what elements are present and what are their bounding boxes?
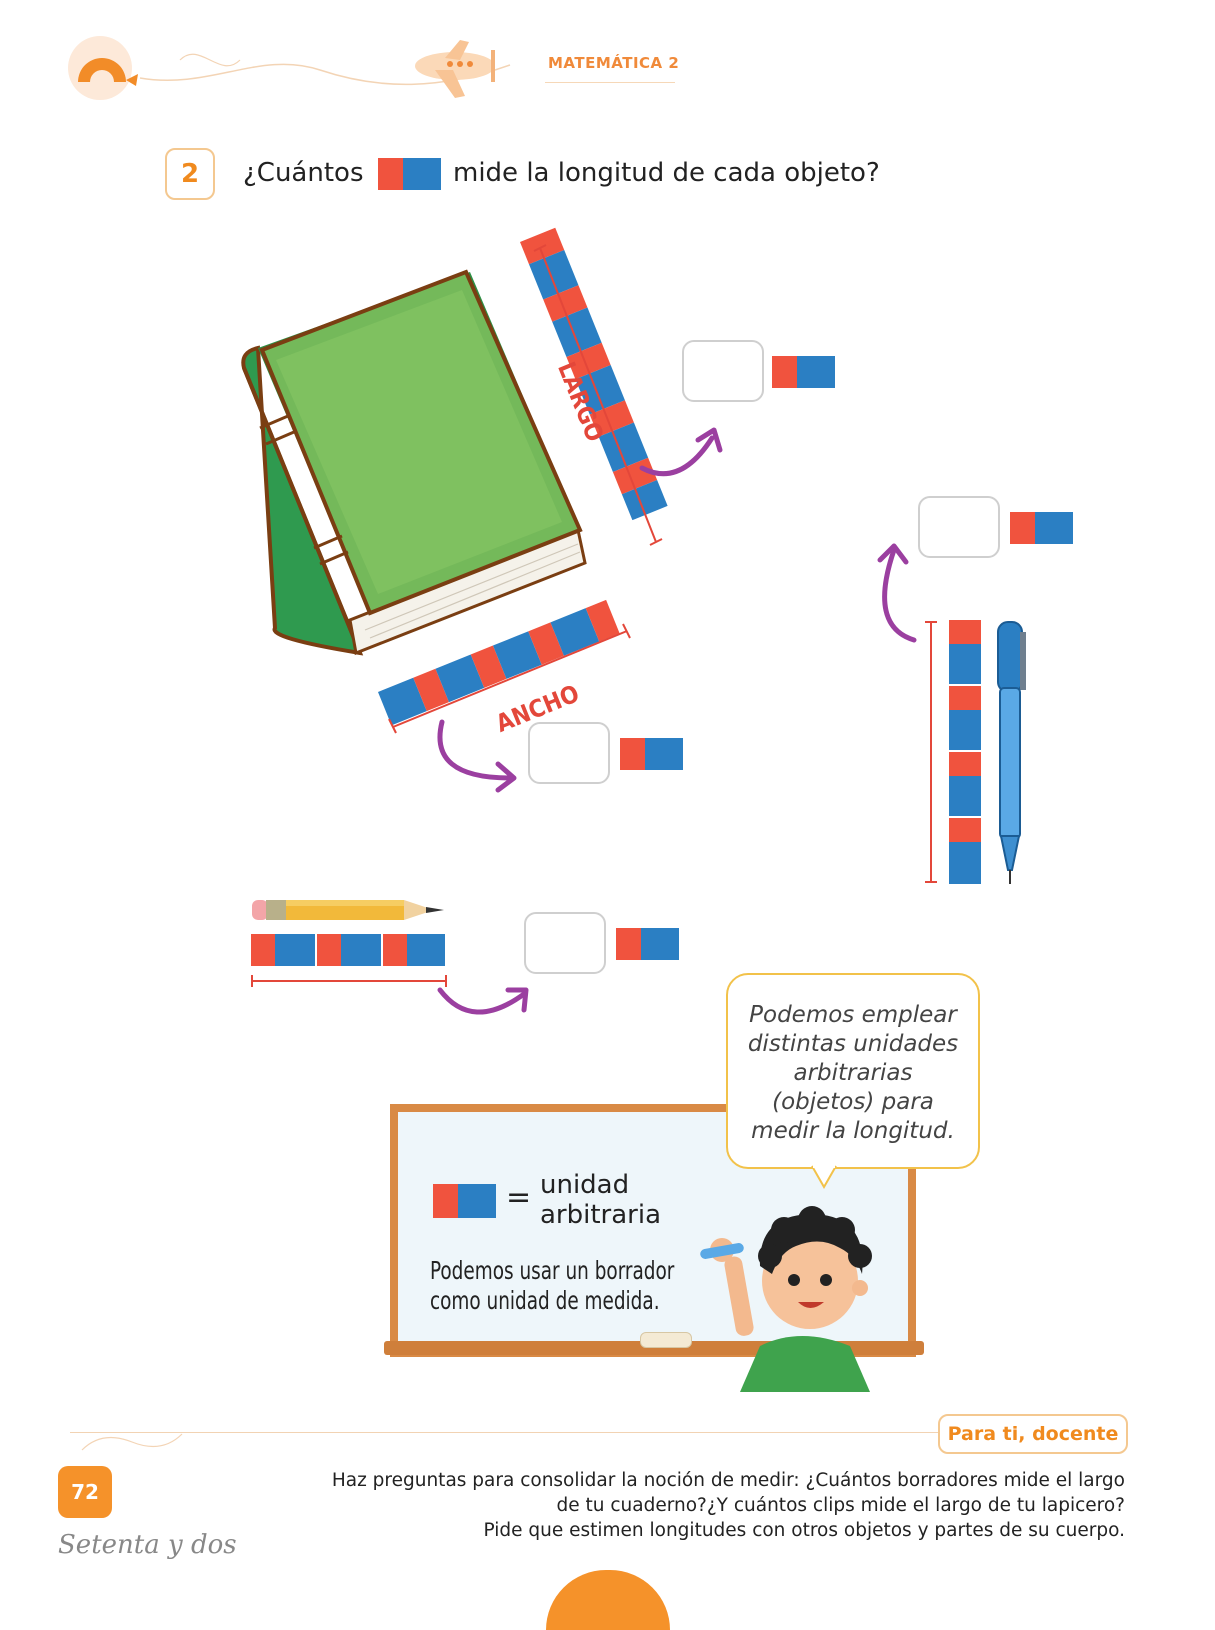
header-rule [545,82,675,83]
eraser-unit-icon [949,776,981,816]
eraser-unit-icon [275,934,315,966]
board-note-line2: como unidad de medida. [430,1286,660,1315]
eraser-unit-icon [949,752,981,776]
page-number-words: Setenta y dos [58,1530,237,1560]
pencil-eraser-row [251,934,445,966]
eraser-unit-icon [1010,512,1073,544]
answer-box-pencil[interactable] [524,912,606,974]
arrow-icon [877,543,917,643]
eraser-unit-icon [317,934,341,966]
eraser-unit-icon [949,620,981,644]
footer-swirl-decoration [81,1433,183,1451]
speech-bubble-tail [811,1165,837,1189]
boy-character-illustration [700,1206,872,1392]
docente-line3: Pide que estimen longitudes con otros ob… [483,1520,1125,1541]
pen-eraser-column [949,620,981,884]
pen-measure-line [925,621,937,883]
board-unit-line2: arbitraria [540,1200,662,1230]
arrow-icon [437,987,529,1015]
eraser-unit-icon [251,934,275,966]
eraser-unit-icon [433,1184,496,1218]
board-eraser-icon [640,1332,692,1348]
board-unit-label: unidad arbitraria [540,1170,661,1230]
page-number: 72 [58,1466,112,1518]
header-title: MATEMÁTICA 2 [548,54,680,72]
question-text-start: ¿Cuántos [243,158,364,188]
docente-text: Haz preguntas para consolidar la noción … [245,1468,1125,1543]
question-number: 2 [165,148,215,200]
board-note: Podemos usar un borrador como unidad de … [430,1256,674,1316]
board-note-line1: Podemos usar un borrador [430,1256,675,1285]
board-unit-line1: unidad [540,1170,630,1200]
question-text-end: mide la longitud de cada objeto? [453,158,880,188]
docente-line2: de tu cuaderno?¿Y cuántos clips mide el … [556,1495,1125,1516]
eraser-unit-icon [341,934,381,966]
eraser-unit-icon [949,644,981,684]
docente-tag: Para ti, docente [938,1414,1128,1454]
eraser-unit-icon [620,738,683,770]
eraser-unit-icon [407,934,445,966]
board-equals: = [506,1180,532,1215]
footer-rule [70,1432,940,1433]
arrow-icon [639,427,723,477]
eraser-unit-icon [772,356,835,388]
pencil-measure-line [251,975,447,987]
eraser-unit-icon [949,818,981,842]
eraser-unit-icon [949,686,981,710]
eraser-unit-icon [949,842,981,884]
airplane-icon [415,40,495,98]
answer-box-book-largo[interactable] [682,340,764,402]
header-decoration [68,36,511,100]
book-illustration [241,269,587,656]
pencil-illustration [252,900,444,920]
eraser-unit-icon [378,158,441,190]
answer-box-book-ancho[interactable] [528,722,610,784]
arrow-icon [437,719,517,793]
speech-bubble: Podemos emplear distintas unidades arbit… [726,973,980,1169]
bottom-orange-tab [546,1570,670,1630]
ancho-measure-line [388,623,631,734]
eraser-unit-icon [383,934,407,966]
eraser-unit-icon [616,928,679,960]
eraser-unit-icon [949,710,981,750]
answer-box-pen[interactable] [918,496,1000,558]
docente-line1: Haz preguntas para consolidar la noción … [331,1470,1125,1491]
pen-illustration [997,621,1026,884]
largo-measure-line [533,244,663,546]
